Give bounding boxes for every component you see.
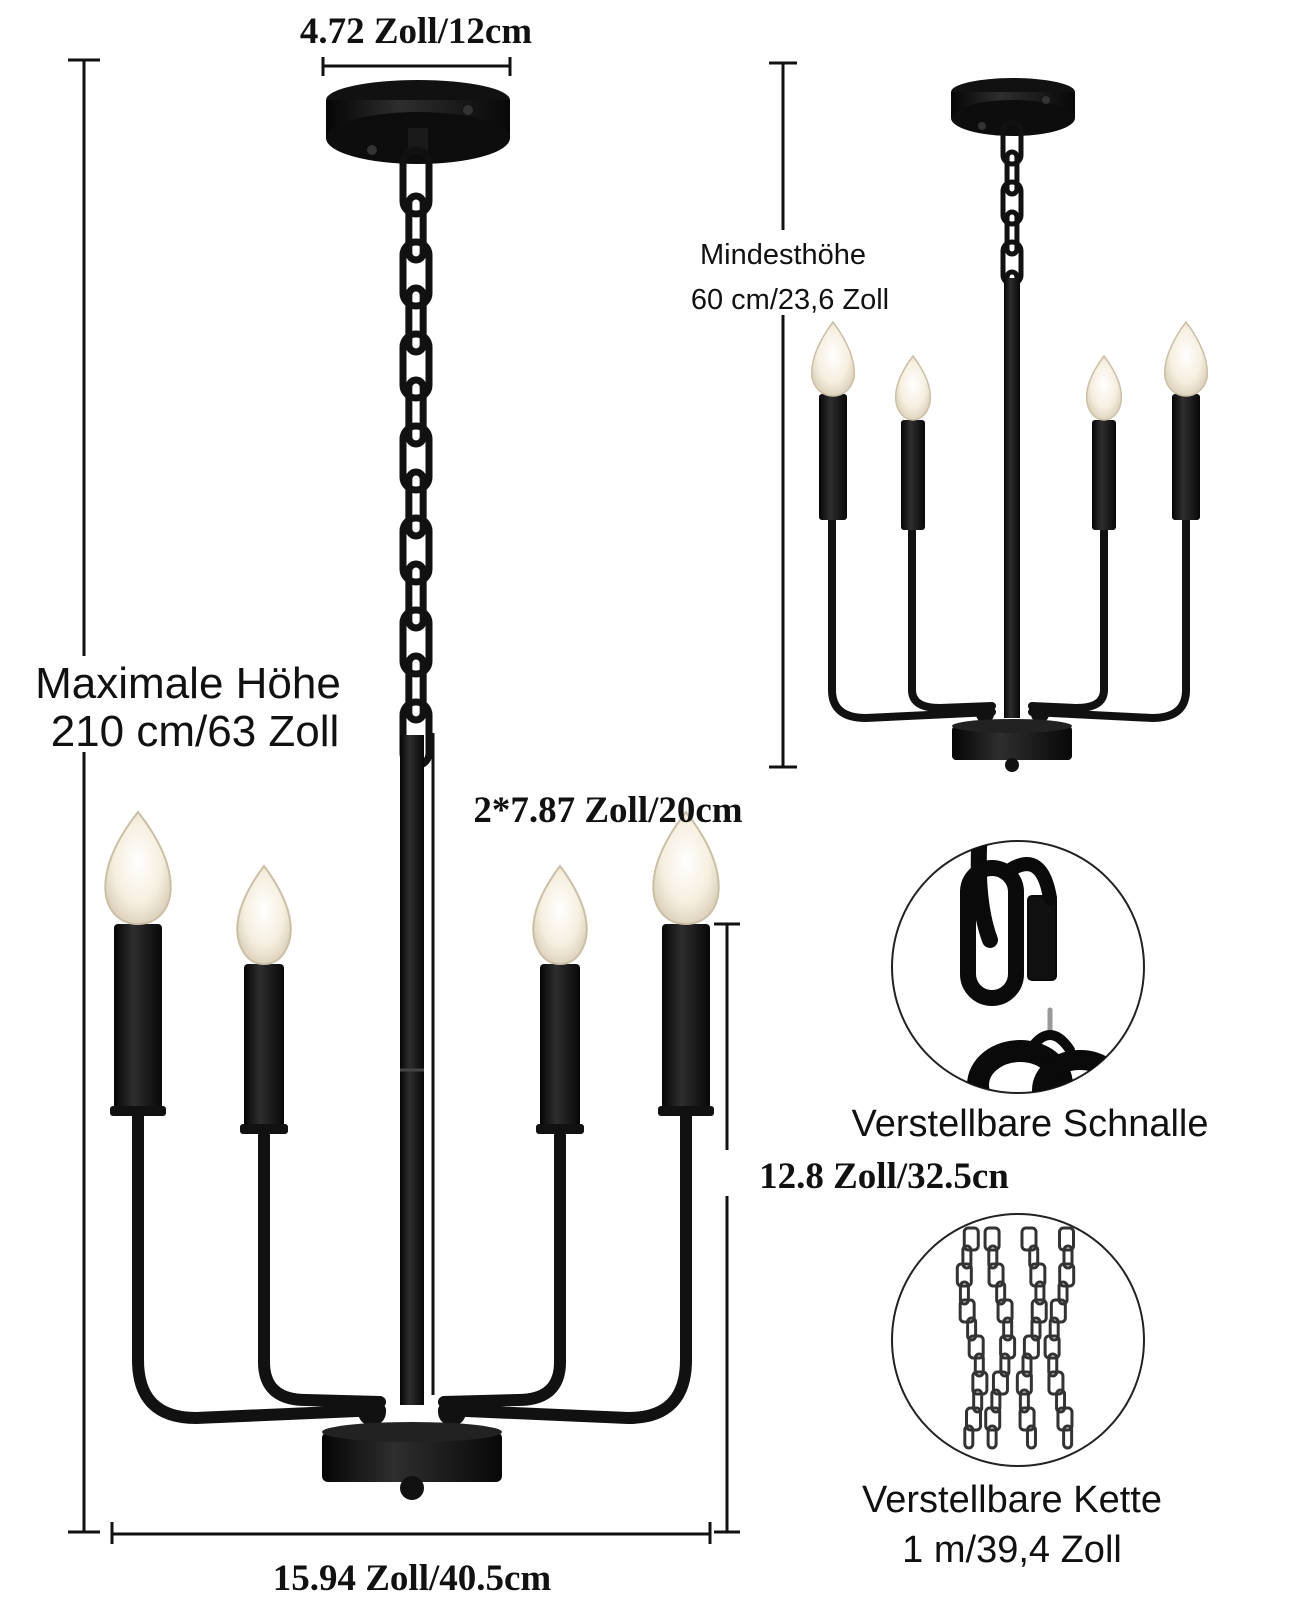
chandelier-icon: [104, 80, 720, 1500]
chain-label-line1: Verstellbare Kette: [862, 1479, 1162, 1521]
max-height-label-line1: Maximale Höhe: [35, 659, 341, 708]
canopy-width-label: 4.72 Zoll/12cm: [300, 11, 532, 52]
chandelier-small-icon: [810, 78, 1209, 772]
chain-buckle-icon: [891, 840, 1145, 1094]
body-height-label: 12.8 Zoll/32.5cn: [759, 1156, 1009, 1197]
max-height-label-line2: 210 cm/63 Zoll: [51, 707, 340, 756]
rod-length-label: 2*7.87 Zoll/20cm: [473, 790, 742, 831]
labels: 4.72 Zoll/12cm Maximale Höhe 210 cm/63 Z…: [35, 11, 1208, 1599]
chain-coil-icon: [891, 1213, 1145, 1467]
min-height-label-line1: Mindesthöhe: [700, 239, 866, 271]
buckle-label: Verstellbare Schnalle: [852, 1103, 1209, 1145]
dimension-lines: [68, 57, 797, 1544]
chain-label-line2: 1 m/39,4 Zoll: [902, 1529, 1122, 1571]
min-height-label-line2: 60 cm/23,6 Zoll: [691, 284, 889, 316]
body-width-label: 15.94 Zoll/40.5cm: [273, 1558, 552, 1599]
